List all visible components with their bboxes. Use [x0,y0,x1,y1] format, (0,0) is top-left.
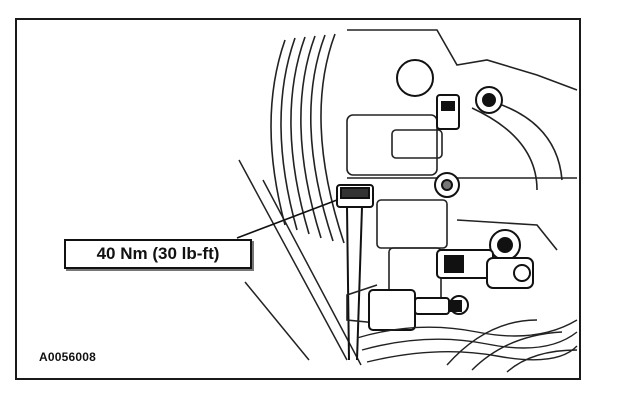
illustration-frame: 40 Nm (30 lb-ft) A0056008 [15,18,581,380]
top-connector [436,94,460,130]
sensor-bolt [336,184,374,361]
connectors [368,249,534,331]
pulley-ribs [270,33,345,244]
leader-line [236,199,338,239]
engine-bosses [396,59,521,315]
belt-lines [238,159,362,366]
engine-illustration [236,29,578,373]
torque-callout: 40 Nm (30 lb-ft) [64,239,252,269]
wire-harness [356,319,578,373]
engine-block [346,29,578,191]
figure-id: A0056008 [39,350,96,364]
